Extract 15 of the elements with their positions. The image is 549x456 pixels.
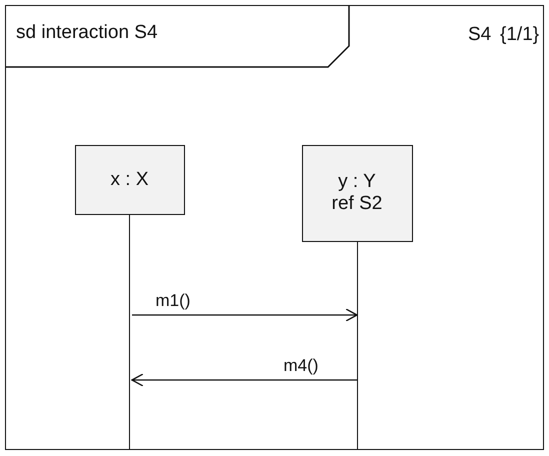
lifeline-name: x : X	[110, 168, 148, 190]
lifeline-name: y : Y	[338, 171, 376, 193]
interaction-frame	[5, 5, 544, 450]
lifeline-head-box	[74, 144, 184, 214]
frame-heading: sd interaction S4	[16, 22, 158, 44]
frame-label: S4	[468, 24, 492, 46]
message-arrow	[132, 308, 358, 322]
lifeline	[356, 242, 360, 450]
message-arrow	[130, 372, 356, 386]
lifeline	[128, 214, 132, 450]
message-label: m4()	[284, 356, 318, 376]
message-label: m1()	[156, 291, 190, 311]
frame-label: {1/1}	[500, 24, 540, 46]
lifeline-head-box	[302, 144, 412, 242]
lifeline-name: ref S2	[332, 193, 382, 215]
